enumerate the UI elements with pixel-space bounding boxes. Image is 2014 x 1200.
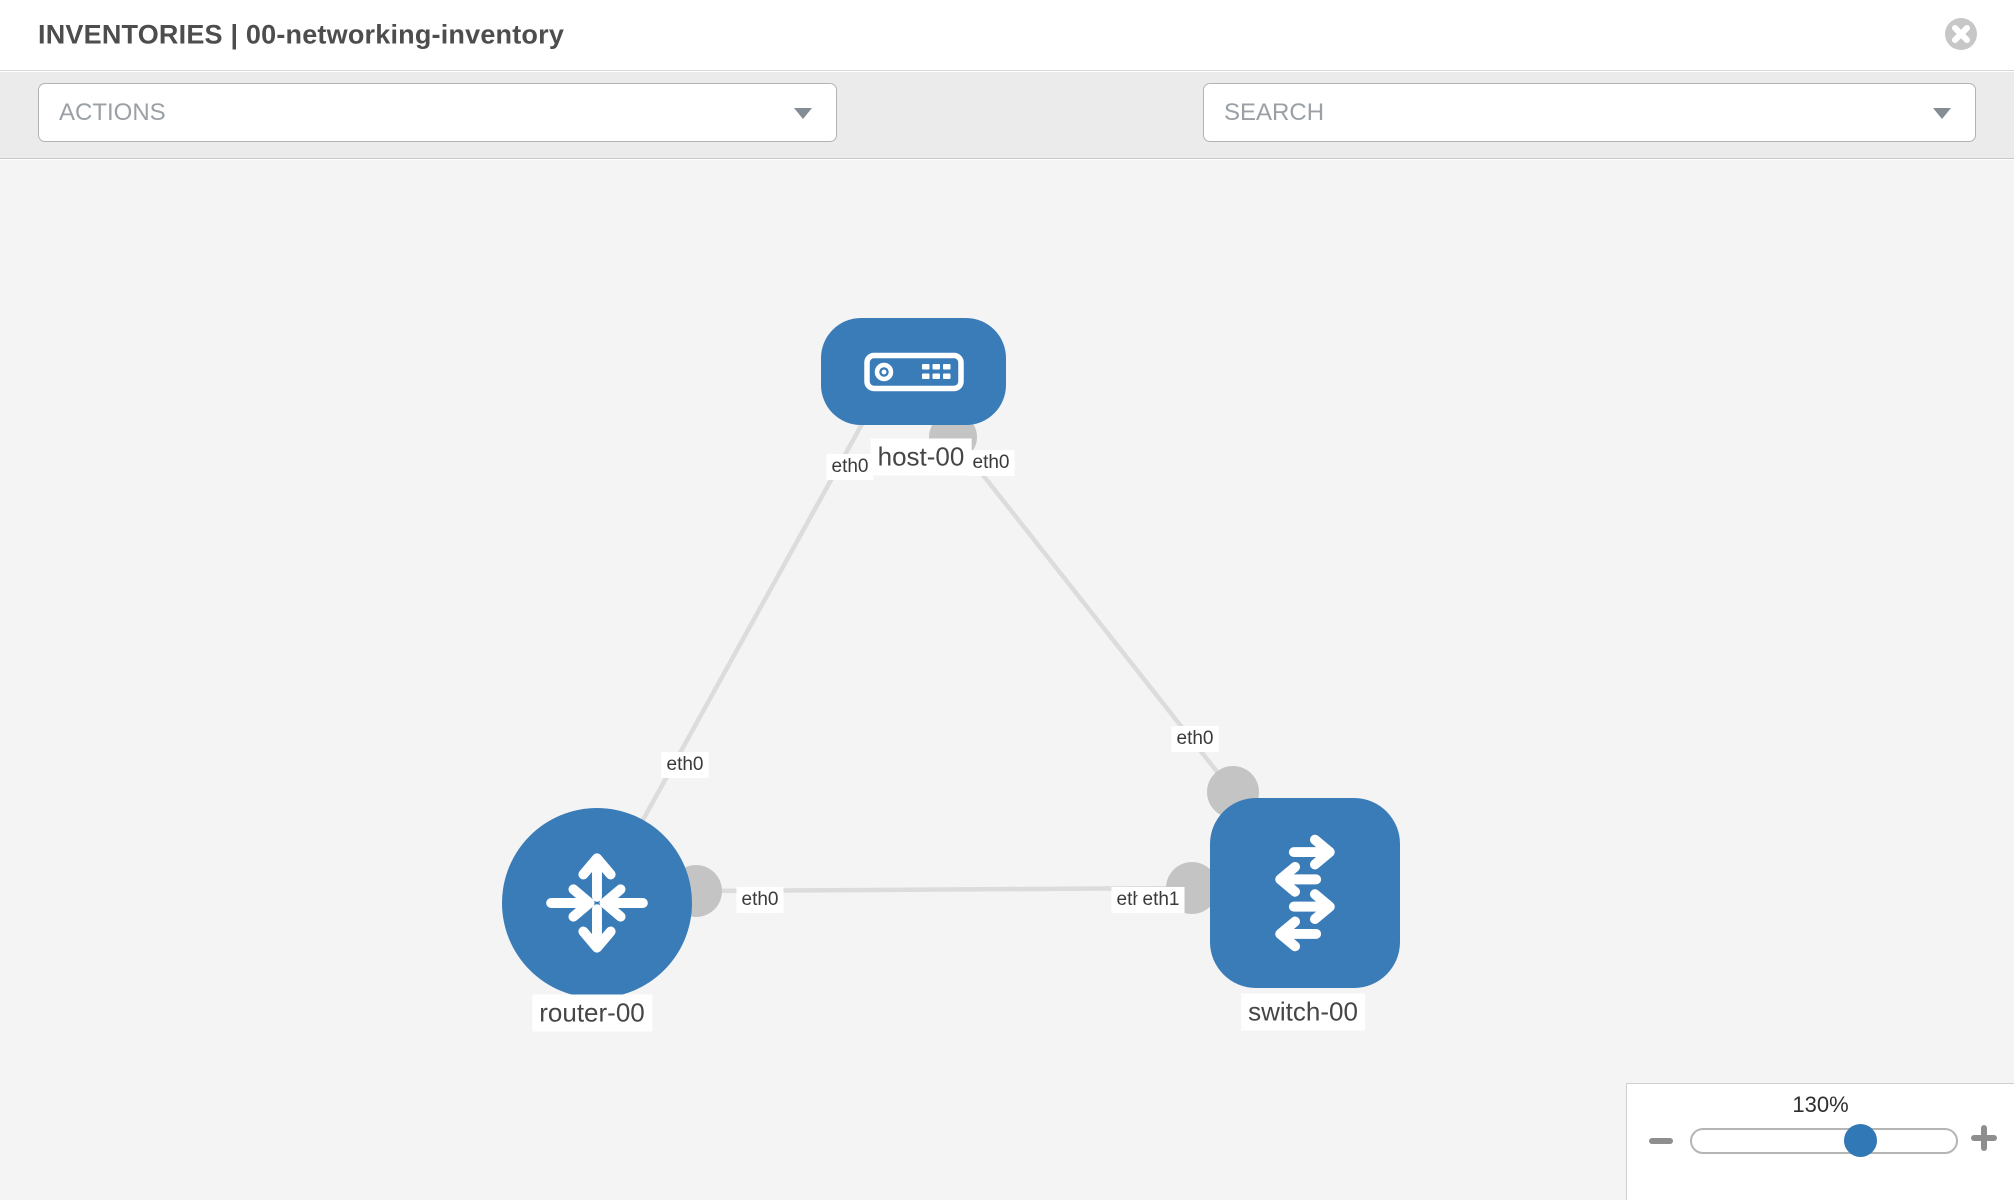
- actions-dropdown-placeholder: ACTIONS: [59, 98, 166, 126]
- zoom-in-button[interactable]: [1971, 1125, 1997, 1151]
- zoom-slider-thumb[interactable]: [1844, 1123, 1878, 1157]
- search-dropdown[interactable]: SEARCH: [1203, 83, 1976, 142]
- zoom-level-value: 130%: [1792, 1092, 1849, 1117]
- node-host-00[interactable]: [821, 318, 1006, 425]
- node-label-router-00: router-00: [532, 994, 652, 1032]
- chevron-down-icon: [794, 107, 812, 119]
- header-bar: INVENTORIES | 00-networking-inventory: [0, 0, 2014, 71]
- interface-label: eth0: [1171, 726, 1219, 752]
- interface-label: eth0: [826, 454, 874, 480]
- zoom-out-button[interactable]: [1649, 1138, 1673, 1144]
- interface-label: eth0: [736, 887, 784, 913]
- chevron-down-icon: [1933, 107, 1951, 119]
- actions-dropdown[interactable]: ACTIONS: [38, 83, 837, 142]
- switch-arrows-icon: [1275, 834, 1335, 952]
- page-title: INVENTORIES | 00-networking-inventory: [38, 19, 565, 50]
- router-arrows-icon: [546, 853, 648, 953]
- search-placeholder: SEARCH: [1224, 98, 1325, 126]
- zoom-panel: 130%: [1626, 1083, 2014, 1200]
- links-layer: [595, 422, 1235, 905]
- node-switch-00[interactable]: [1210, 798, 1400, 988]
- toolbar: ACTIONS SEARCH: [0, 72, 2014, 205]
- node-label-switch-00: switch-00: [1241, 993, 1365, 1031]
- interface-label: eth0: [661, 752, 709, 778]
- node-router-00[interactable]: [502, 808, 692, 998]
- interface-label: eth1: [1137, 887, 1185, 913]
- host-device-icon: [863, 352, 964, 391]
- close-button[interactable]: [1944, 17, 1978, 51]
- interface-label: eth0: [967, 450, 1015, 476]
- node-label-host-00: host-00: [870, 438, 972, 476]
- close-icon: [1945, 18, 1977, 50]
- zoom-slider-track[interactable]: [1690, 1123, 1958, 1157]
